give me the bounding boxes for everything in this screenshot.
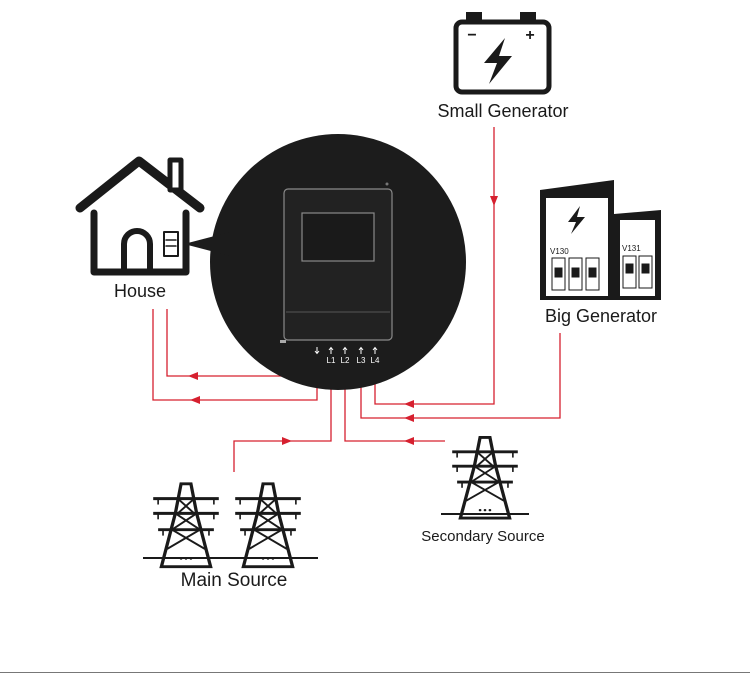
port-label-l3: L3	[357, 356, 366, 365]
main-source-label: Main Source	[181, 570, 288, 591]
device-body	[283, 188, 393, 341]
power-tower-icon	[151, 482, 221, 569]
battery-plus: +	[525, 27, 534, 44]
battery-minus: −	[467, 27, 476, 44]
secondary-source-label: Secondary Source	[421, 528, 544, 545]
device-mount-tab	[280, 340, 286, 343]
arrow-left	[188, 372, 198, 380]
arrow-right	[282, 437, 292, 445]
house-label: House	[114, 281, 166, 301]
power-tower-icon	[233, 482, 303, 569]
bottom-divider	[0, 672, 750, 673]
arrow-down	[490, 196, 498, 206]
port-label-l2: L2	[341, 356, 350, 365]
breaker-panel-v130	[551, 257, 600, 291]
big-generator-label: Big Generator	[545, 306, 657, 326]
arrow-left	[190, 396, 200, 404]
small-generator-label: Small Generator	[437, 101, 568, 121]
lightning-icon	[484, 38, 512, 84]
port-arrows	[314, 346, 378, 355]
secondary-source-tower	[441, 435, 529, 520]
lightning-icon	[568, 206, 585, 234]
arrow-left	[404, 400, 414, 408]
factory-icon: V130 V131	[540, 180, 661, 300]
house-icon	[75, 156, 205, 276]
device-status-led	[385, 182, 389, 186]
big-generator-wire	[360, 333, 561, 419]
transfer-switch-device: L1 L2 L3 L4	[210, 134, 466, 390]
arrow-left	[404, 437, 414, 445]
device-house-pointer	[184, 232, 230, 256]
main-source-towers	[143, 482, 318, 569]
panel-label-v131: V131	[622, 244, 641, 253]
breaker-panel-v131	[622, 255, 653, 289]
port-label-l4: L4	[371, 356, 380, 365]
port-label-l1: L1	[327, 356, 336, 365]
panel-label-v130: V130	[550, 247, 569, 256]
battery-icon: − +	[453, 12, 552, 95]
power-tower-icon	[450, 435, 520, 520]
arrow-left	[404, 414, 414, 422]
device-display	[301, 212, 375, 262]
